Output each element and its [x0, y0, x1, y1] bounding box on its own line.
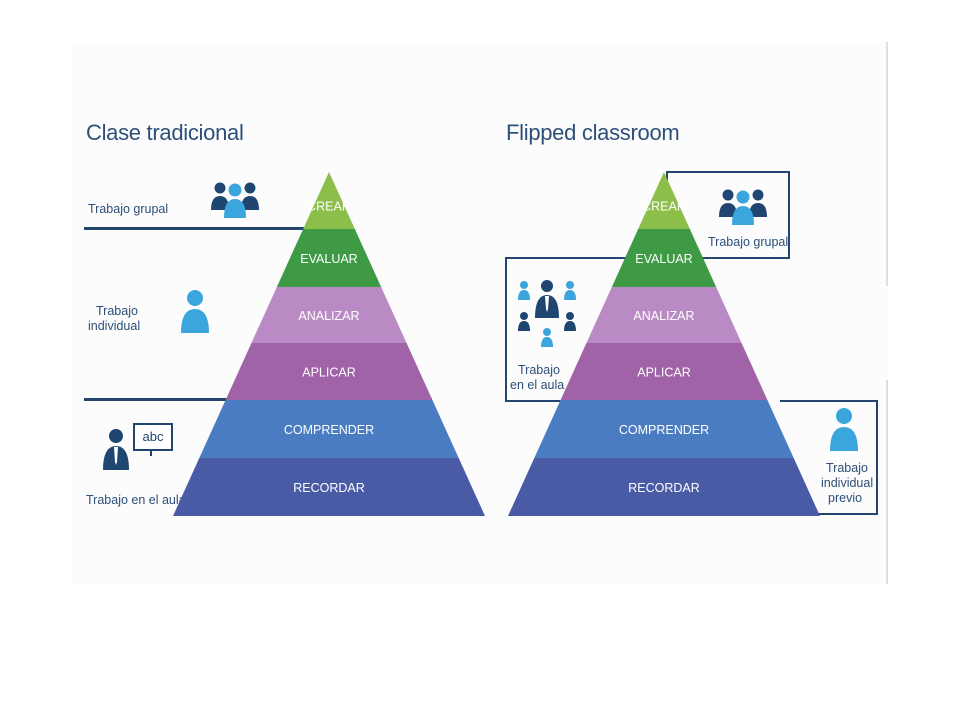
right-group-work-label: Trabajo grupal — [708, 235, 789, 249]
individual-work-label-line1: Trabajo — [96, 304, 138, 318]
group-icon — [719, 189, 767, 225]
prior-individual-label-line1: Trabajo — [826, 461, 868, 475]
frame-edge-top — [886, 42, 888, 286]
right-classroom-label-line1: Trabajo — [518, 363, 560, 377]
right-level-label: EVALUAR — [635, 252, 692, 266]
right-classroom-label-line2: en el aula — [510, 378, 565, 392]
right-title: Flipped classroom — [506, 120, 680, 145]
right-level-evaluar — [611, 229, 717, 287]
right-level-label: ANALIZAR — [633, 309, 694, 323]
left-level-label: RECORDAR — [293, 481, 365, 495]
individual-work-label-line2: individual — [88, 319, 141, 333]
board-text: abc — [143, 429, 164, 444]
left-level-label: APLICAR — [302, 366, 356, 380]
left-level-crear — [303, 172, 355, 229]
left-level-label: CREAR — [307, 200, 351, 214]
right-level-comprender — [534, 400, 794, 458]
right-level-label: RECORDAR — [628, 481, 700, 495]
person-icon — [830, 408, 858, 451]
left-level-recordar — [173, 458, 485, 516]
group-divider — [84, 227, 307, 230]
left-level-evaluar — [276, 229, 382, 287]
prior-individual-label-line2: individual — [821, 476, 874, 490]
right-level-label: COMPRENDER — [619, 423, 709, 437]
left-level-label: COMPRENDER — [284, 423, 374, 437]
person-icon — [181, 290, 209, 333]
group-work-label: Trabajo grupal — [88, 202, 169, 216]
right-level-aplicar — [560, 343, 768, 400]
classroom-work-label: Trabajo en el aula — [86, 493, 186, 507]
prior-individual-box — [780, 400, 878, 515]
right-level-analizar — [586, 287, 742, 343]
right-level-label: CREAR — [642, 200, 686, 214]
teacher-board-icon: abc — [103, 423, 173, 470]
frame-edge-bottom — [886, 380, 888, 584]
network-icon — [518, 280, 576, 347]
right-level-label: APLICAR — [637, 366, 691, 380]
left-level-aplicar — [225, 343, 433, 400]
left-title: Clase tradicional — [86, 120, 244, 145]
left-level-label: ANALIZAR — [298, 309, 359, 323]
left-level-label: EVALUAR — [300, 252, 357, 266]
right-level-crear — [638, 172, 690, 229]
left-level-comprender — [199, 400, 459, 458]
right-level-recordar — [508, 458, 820, 516]
prior-individual-label-line3: previo — [828, 491, 863, 505]
left-level-analizar — [251, 287, 407, 343]
group-icon — [211, 182, 259, 218]
